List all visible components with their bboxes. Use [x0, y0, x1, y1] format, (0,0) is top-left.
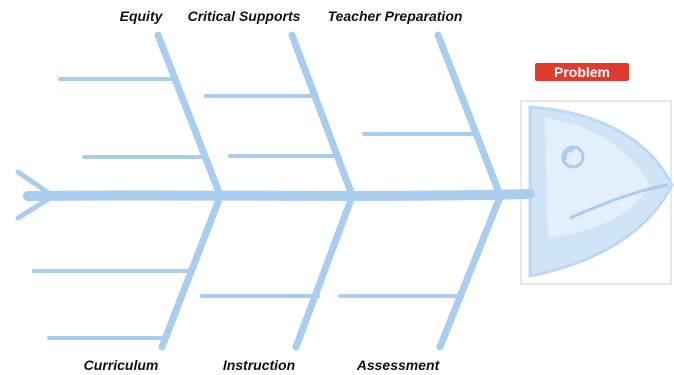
category-label-equity: Equity — [120, 8, 164, 24]
fish-mouth — [569, 183, 669, 220]
tail-lower — [15, 195, 53, 221]
tail-upper — [15, 169, 53, 197]
category-label-curriculum: Curriculum — [84, 357, 159, 373]
fish-head — [528, 105, 674, 278]
spine — [23, 189, 535, 201]
category-label-instruction: Instruction — [223, 357, 295, 373]
bone-top-teacher-preparation — [434, 31, 504, 199]
problem-badge: Problem — [535, 63, 629, 81]
category-label-assessment: Assessment — [356, 357, 441, 373]
bone-bottom-instruction — [292, 193, 356, 351]
bone-top-critical-supports — [288, 31, 356, 199]
bone-bottom-assessment — [436, 193, 504, 351]
category-label-teacher-preparation: Teacher Preparation — [328, 8, 463, 24]
fish-eye-icon — [561, 145, 585, 169]
category-label-critical-supports: Critical Supports — [188, 8, 301, 24]
bone-top-equity — [154, 31, 224, 199]
